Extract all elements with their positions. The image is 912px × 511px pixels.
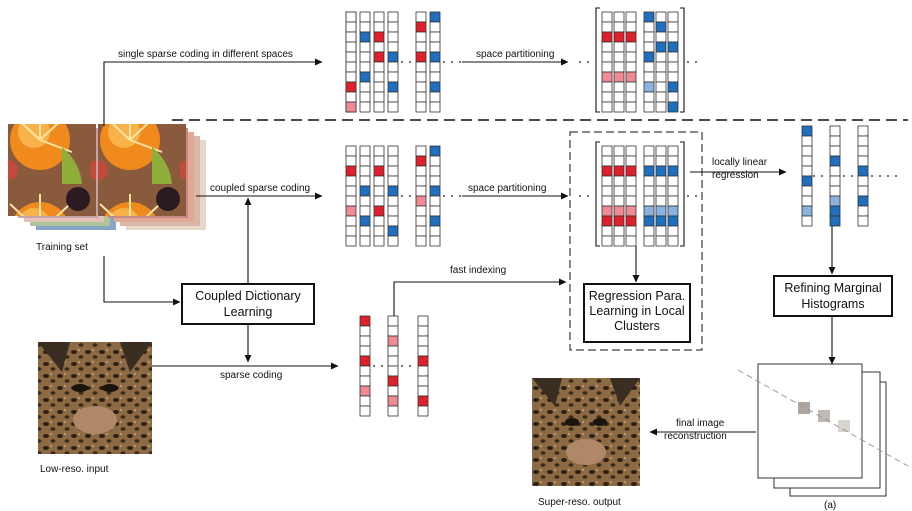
reg-dots-c: [895, 175, 897, 177]
mid-part-col-4: [643, 145, 655, 247]
mid-part-dots-b: [695, 195, 697, 197]
reg-dots-a: [821, 175, 823, 177]
label-sparse-coding: sparse coding: [220, 370, 282, 381]
mid-col-4: [387, 145, 399, 247]
low-col-2: [387, 315, 399, 417]
top-part-dots-a: [579, 61, 581, 63]
mid-part-dots-b: [687, 195, 689, 197]
top-part-col-3: [625, 11, 637, 113]
label-locally-linear-1: locally linear: [712, 157, 768, 168]
label-space-partitioning-mid: space partitioning: [468, 183, 546, 194]
low-dots-b: [401, 365, 403, 367]
patch-stack: [737, 363, 909, 497]
mid-dots-b: [443, 195, 445, 197]
top-col-2: [359, 11, 371, 113]
sparse-code-columns: [345, 11, 897, 417]
top-part-col-2: [613, 11, 625, 113]
arrow-training-to-dictionary: [103, 256, 181, 306]
reg-dots-c: [871, 175, 873, 177]
mid-part-col-3: [625, 145, 637, 247]
reg-col-1: [801, 125, 813, 227]
low-col-1: [359, 315, 371, 417]
refining-line1: Refining Marginal: [784, 281, 881, 295]
local-clusters-dashed-box: [569, 131, 703, 351]
coupled-dictionary-line1: Coupled Dictionary: [195, 289, 301, 303]
training-set-stack-right: [98, 124, 206, 230]
mid-dots-a: [401, 195, 403, 197]
mid-part-col-2: [613, 145, 625, 247]
low-reso-input-label: Low-reso. input: [40, 464, 109, 475]
refining-histograms-box: Refining Marginal Histograms: [773, 275, 893, 317]
top-part-dots-a: [587, 61, 589, 63]
regression-line2: Learning in Local: [589, 304, 684, 318]
top-col-4: [387, 11, 399, 113]
training-set-stack-left: [8, 124, 116, 230]
mid-part-dots-a: [579, 195, 581, 197]
regression-learning-box: Regression Para. Learning in Local Clust…: [583, 283, 691, 343]
label-final-image-1: final image: [676, 418, 725, 429]
label-coupled-sparse: coupled sparse coding: [210, 183, 310, 194]
coupled-dictionary-line2: Learning: [224, 305, 273, 319]
top-col-5: [415, 11, 427, 113]
mid-part-col-6: [667, 145, 679, 247]
regression-line1: Regression Para.: [589, 289, 686, 303]
mid-part-col-5: [655, 145, 667, 247]
label-fast-indexing: fast indexing: [450, 265, 506, 276]
label-final-image-2: reconstruction: [664, 431, 727, 442]
top-part-col-1: [601, 11, 613, 113]
label-single-sparse: single sparse coding in different spaces: [118, 49, 293, 60]
top-dots-a: [401, 61, 403, 63]
top-col-6: [429, 11, 441, 113]
label-locally-linear-2: regression: [712, 170, 759, 181]
low-col-3: [417, 315, 429, 417]
reg-dots-b: [843, 175, 845, 177]
top-dots-b: [459, 61, 461, 63]
mid-dots-b: [451, 195, 453, 197]
super-reso-output-label: Super-reso. output: [538, 497, 621, 508]
top-part-col-5: [655, 11, 667, 113]
top-dots-b: [443, 61, 445, 63]
coupled-dictionary-box: Coupled Dictionary Learning: [181, 283, 315, 325]
mid-col-5: [415, 145, 427, 247]
reg-col-3: [857, 125, 869, 227]
arrow-single-sparse: [103, 58, 323, 126]
top-dots-a: [409, 61, 411, 63]
low-dots-a: [373, 365, 375, 367]
mid-col-1: [345, 145, 357, 247]
top-part-col-6: [667, 11, 679, 113]
reg-dots-c: [879, 175, 881, 177]
regression-line3: Clusters: [614, 319, 660, 333]
low-reso-input-image: [38, 342, 152, 454]
mid-dots-b: [459, 195, 461, 197]
training-set-label: Training set: [36, 242, 88, 253]
label-space-partitioning-top: space partitioning: [476, 49, 554, 60]
refining-line2: Histograms: [801, 297, 864, 311]
top-dots-b: [451, 61, 453, 63]
mid-col-6: [429, 145, 441, 247]
mid-col-2: [359, 145, 371, 247]
arrow-fast-indexing: [393, 278, 567, 316]
partition-brackets: [595, 7, 685, 247]
top-col-3: [373, 11, 385, 113]
top-part-col-4: [643, 11, 655, 113]
mid-part-dots-a: [587, 195, 589, 197]
low-dots-b: [409, 365, 411, 367]
top-col-1b: [345, 11, 357, 113]
mid-dots-a: [409, 195, 411, 197]
reg-col-2: [829, 125, 841, 227]
super-reso-output-image: [532, 378, 640, 486]
mid-part-col-1: [601, 145, 613, 247]
reg-dots-b: [851, 175, 853, 177]
top-part-dots-b: [687, 61, 689, 63]
panel-a-label: (a): [824, 500, 836, 511]
reg-dots-c: [887, 175, 889, 177]
reg-dots-a: [813, 175, 815, 177]
connectors: [103, 58, 836, 436]
top-part-dots-b: [695, 61, 697, 63]
low-dots-a: [381, 365, 383, 367]
mid-col-3: [373, 145, 385, 247]
